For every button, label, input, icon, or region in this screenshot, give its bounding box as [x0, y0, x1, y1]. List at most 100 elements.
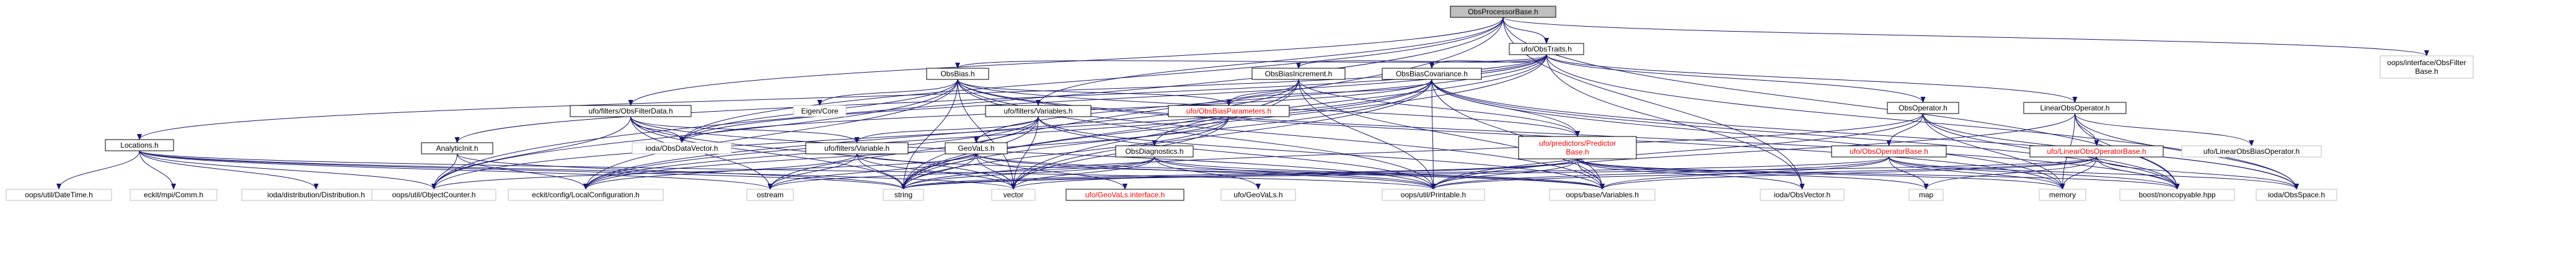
edge-geovals-to-objectcounter	[431, 153, 977, 190]
node-linearobsop[interactable]: LinearObsOperator.h	[2023, 102, 2127, 114]
node-root[interactable]: ObsProcessorBase.h	[1450, 6, 1556, 18]
node-box	[2023, 102, 2127, 114]
node-box	[2029, 145, 2164, 158]
node-label: ufo/LinearObsOperatorBase.h	[2047, 147, 2146, 156]
node-memory[interactable]: memory	[2039, 189, 2086, 201]
edge-root-to-obsfilterdata	[628, 17, 1504, 106]
node-objectcounter[interactable]: oops/util/ObjectCounter.h	[371, 189, 496, 201]
node-obstraits[interactable]: ufo/ObsTraits.h	[1509, 43, 1584, 55]
edge-root-to-obstraits	[1502, 17, 1549, 44]
node-obsbiascov[interactable]: ObsBiasCovariance.h	[1382, 68, 1482, 80]
edge-locations-to-iodadist	[139, 150, 319, 190]
node-iodaobsdatavector[interactable]: ioda/ObsDataVector.h	[632, 142, 732, 154]
node-printable[interactable]: oops/util/Printable.h	[1382, 189, 1485, 201]
node-ufolinobsop[interactable]: ufo/LinearObsBiasOperator.h	[2181, 145, 2322, 158]
edge-obsbias-to-boostnoncopy	[957, 79, 2180, 190]
edge-obsbiasincr-to-basevariables	[1298, 79, 1605, 190]
edge-root-to-filterbase	[1502, 17, 2429, 56]
edge-filtvariables-to-vector	[1011, 116, 1039, 190]
edge-obsbias-to-memory	[957, 79, 2065, 190]
node-datetime[interactable]: oops/util/DateTime.h	[6, 189, 112, 201]
node-ostream[interactable]: ostream	[746, 189, 794, 201]
edge-obsbias-to-basevariables	[957, 79, 1605, 190]
node-label: ioda/ObsSpace.h	[2268, 190, 2325, 199]
node-box	[6, 189, 112, 201]
edge-predictorbase-to-vector	[1011, 158, 1578, 190]
node-eigencore[interactable]: Eigen/Core	[793, 105, 847, 117]
edge-obsoperator-to-printable	[1431, 113, 1923, 190]
node-box	[421, 142, 493, 154]
edge-obsdiagnostics-to-ostream	[767, 156, 1155, 190]
node-label: ufo/GeoVaLs.interface.h	[1085, 190, 1165, 199]
edge-ufoobsopbase-to-map	[1889, 156, 1929, 190]
node-box	[1382, 68, 1482, 80]
node-label: Locations.h	[120, 141, 158, 150]
node-box	[945, 142, 1008, 154]
edge-ufolinobsopbase-to-iodaobsspace	[2096, 156, 2299, 190]
node-box	[1549, 189, 1656, 201]
edge-locations-to-vector	[139, 150, 1016, 190]
edge-obsbiascov-to-memory	[1431, 79, 2065, 190]
edge-obstraits-to-locations	[137, 54, 1547, 140]
node-obsbiasparams[interactable]: ufo/ObsBiasParameters.h	[1168, 105, 1290, 117]
node-label: ufo/ObsOperatorBase.h	[1850, 147, 1928, 156]
node-label: Eigen/Core	[801, 107, 838, 115]
node-label: LinearObsOperator.h	[2040, 104, 2109, 112]
node-eckitcomm[interactable]: eckit/mpi/Comm.h	[130, 189, 218, 201]
node-box	[1115, 145, 1194, 158]
edge-filtvariables-to-filtvariable	[854, 116, 1039, 143]
edge-locations-to-printable	[139, 150, 1436, 190]
node-locations[interactable]: Locations.h	[105, 139, 174, 151]
edge-locations-to-string	[139, 150, 906, 190]
node-obsbias[interactable]: ObsBias.h	[926, 68, 989, 80]
edge-predictorbase-to-string	[901, 158, 1578, 190]
node-box	[1065, 189, 1184, 201]
node-box	[1168, 105, 1290, 117]
edge-obstraits-to-obsoperator	[1546, 54, 1926, 103]
node-geovals[interactable]: GeoVaLs.h	[945, 142, 1008, 154]
edge-obsdiagnostics-to-ufogeovals	[1154, 156, 1261, 190]
node-box	[2380, 55, 2474, 79]
node-label: ufo/filters/ObsFilterData.h	[588, 107, 673, 115]
node-obsdiagnostics[interactable]: ObsDiagnostics.h	[1115, 145, 1194, 158]
edge-predictorbase-to-iodaobsvector	[1577, 158, 1805, 190]
node-localconfig[interactable]: eckit/config/LocalConfiguration.h	[508, 189, 664, 201]
node-obsfilterdata[interactable]: ufo/filters/ObsFilterData.h	[570, 105, 692, 117]
node-ufolinobsopbase[interactable]: ufo/LinearObsOperatorBase.h	[2029, 145, 2164, 158]
node-box	[1220, 189, 1296, 201]
node-map[interactable]: map	[1908, 189, 1944, 201]
node-basevariables[interactable]: oops/base/Variables.h	[1549, 189, 1656, 201]
edge-ufolinobsopbase-to-string	[901, 156, 2097, 190]
node-vector[interactable]: vector	[991, 189, 1036, 201]
edge-ufoobsopbase-to-boostnoncopy	[1889, 156, 2180, 190]
node-filtvariables[interactable]: ufo/filters/Variables.h	[985, 105, 1092, 117]
node-label: ioda/ObsDataVector.h	[646, 144, 718, 153]
node-ufogeovals[interactable]: ufo/GeoVaLs.h	[1220, 189, 1296, 201]
node-label: ufo/filters/Variable.h	[824, 144, 889, 153]
edge-obsbiasincr-to-string	[901, 79, 1299, 190]
edge-obsoperator-to-string	[901, 113, 1923, 190]
node-obsbiasincr[interactable]: ObsBiasIncrement.h	[1251, 68, 1346, 80]
edge-obstraits-to-obsdiagnostics	[1152, 54, 1547, 146]
node-boostnoncopy[interactable]: boost/noncopyable.hpp	[2119, 189, 2235, 201]
node-iodadist[interactable]: ioda/distribution/Distribution.h	[241, 189, 391, 201]
node-box	[1382, 189, 1485, 201]
node-ufoobsopbase[interactable]: ufo/ObsOperatorBase.h	[1831, 145, 1947, 158]
edge-ufolinobsopbase-to-basevariables	[1600, 156, 2097, 190]
node-box	[2119, 189, 2235, 201]
node-iodaobsspace[interactable]: ioda/ObsSpace.h	[2256, 189, 2337, 201]
node-obsoperator[interactable]: ObsOperator.h	[1887, 102, 1959, 114]
node-geovalsinterface[interactable]: ufo/GeoVaLs.interface.h	[1065, 189, 1184, 201]
node-box	[632, 142, 732, 154]
node-iodaobsvector[interactable]: ioda/ObsVector.h	[1760, 189, 1845, 201]
node-filtvariable[interactable]: ufo/filters/Variable.h	[805, 142, 909, 154]
edge-linearobsop-to-printable	[1431, 113, 2075, 190]
node-analyticinit[interactable]: AnalyticInit.h	[421, 142, 493, 154]
node-box	[1908, 189, 1944, 201]
node-label: ObsOperator.h	[1899, 104, 1947, 112]
edge-ufoobsopbase-to-iodaobsspace	[1889, 156, 2299, 190]
node-string[interactable]: string	[883, 189, 924, 201]
